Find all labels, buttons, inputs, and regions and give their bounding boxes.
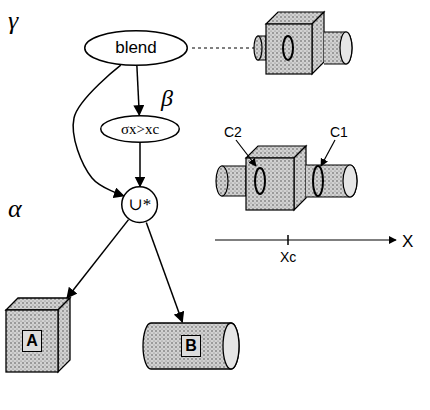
node-text: A xyxy=(22,330,42,352)
node-text: σx>xc xyxy=(121,121,159,138)
tree-level-label: α xyxy=(8,194,22,224)
primitive-block: A xyxy=(6,298,70,372)
x-axis xyxy=(215,239,396,240)
tree-arrow xyxy=(139,143,141,186)
blended-solid xyxy=(254,12,352,74)
operation-ellipse: σx>xc xyxy=(100,115,180,143)
leader-line xyxy=(236,140,256,166)
curve-label: C2 xyxy=(224,124,242,140)
operation-ellipse: blend xyxy=(84,30,188,66)
node-text: blend xyxy=(115,39,157,58)
edge-label: β xyxy=(160,84,174,113)
dashed-leader xyxy=(192,48,256,49)
curve-label: C1 xyxy=(330,124,348,140)
tree-level-label: γ xyxy=(8,6,18,36)
node-text: B xyxy=(181,335,201,357)
leader-line xyxy=(321,140,335,166)
axis-value: Xc xyxy=(280,249,296,265)
primitive-cylinder: B xyxy=(143,322,239,370)
axis-tick xyxy=(287,235,289,245)
cut-solid xyxy=(216,146,357,210)
tree-arrow xyxy=(67,220,129,298)
node-text: ∪* xyxy=(129,196,152,215)
tree-arrow xyxy=(146,222,182,322)
operation-circle: ∪* xyxy=(121,186,158,223)
axis-label: X xyxy=(402,232,413,252)
tree-arrow xyxy=(137,66,139,115)
